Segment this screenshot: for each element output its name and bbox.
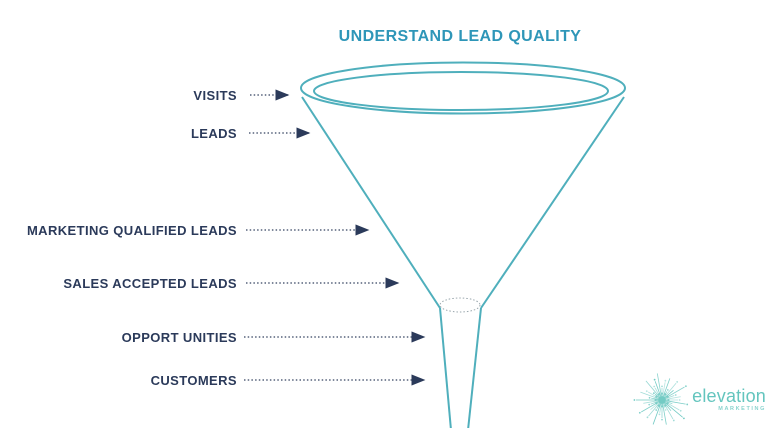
brand-subtext: MARKETING (718, 405, 766, 412)
stage-label-leads: LEADS (190, 126, 237, 141)
stage-label-sales-accepted-leads: SALES ACCEPTED LEADS (63, 276, 237, 291)
funnel-neck-right (467, 307, 482, 428)
funnel-neck-opening-dotted (439, 297, 481, 313)
brand-logo: elevation MARKETING (632, 368, 768, 428)
funnel-side-right (480, 96, 625, 309)
funnel-neck-left (439, 307, 452, 428)
starburst-icon (633, 373, 689, 425)
stage-label-marketing-qualified-leads: MARKETING QUALIFIED LEADS (26, 223, 237, 238)
funnel-side-left (301, 96, 441, 309)
page-title: UNDERSTAND LEAD QUALITY (338, 28, 582, 45)
stage-label-customers: CUSTOMERS (150, 373, 237, 388)
stage-label-opportunities: OPPORT UNITIES (121, 330, 237, 345)
stage-label-visits: VISITS (193, 88, 237, 103)
brand-name: elevation (692, 385, 766, 406)
funnel-rim-outer (300, 61, 626, 115)
brand-logo-text: elevation MARKETING (692, 387, 768, 412)
funnel-rim-inner (313, 71, 609, 111)
funnel-outline (300, 61, 626, 428)
